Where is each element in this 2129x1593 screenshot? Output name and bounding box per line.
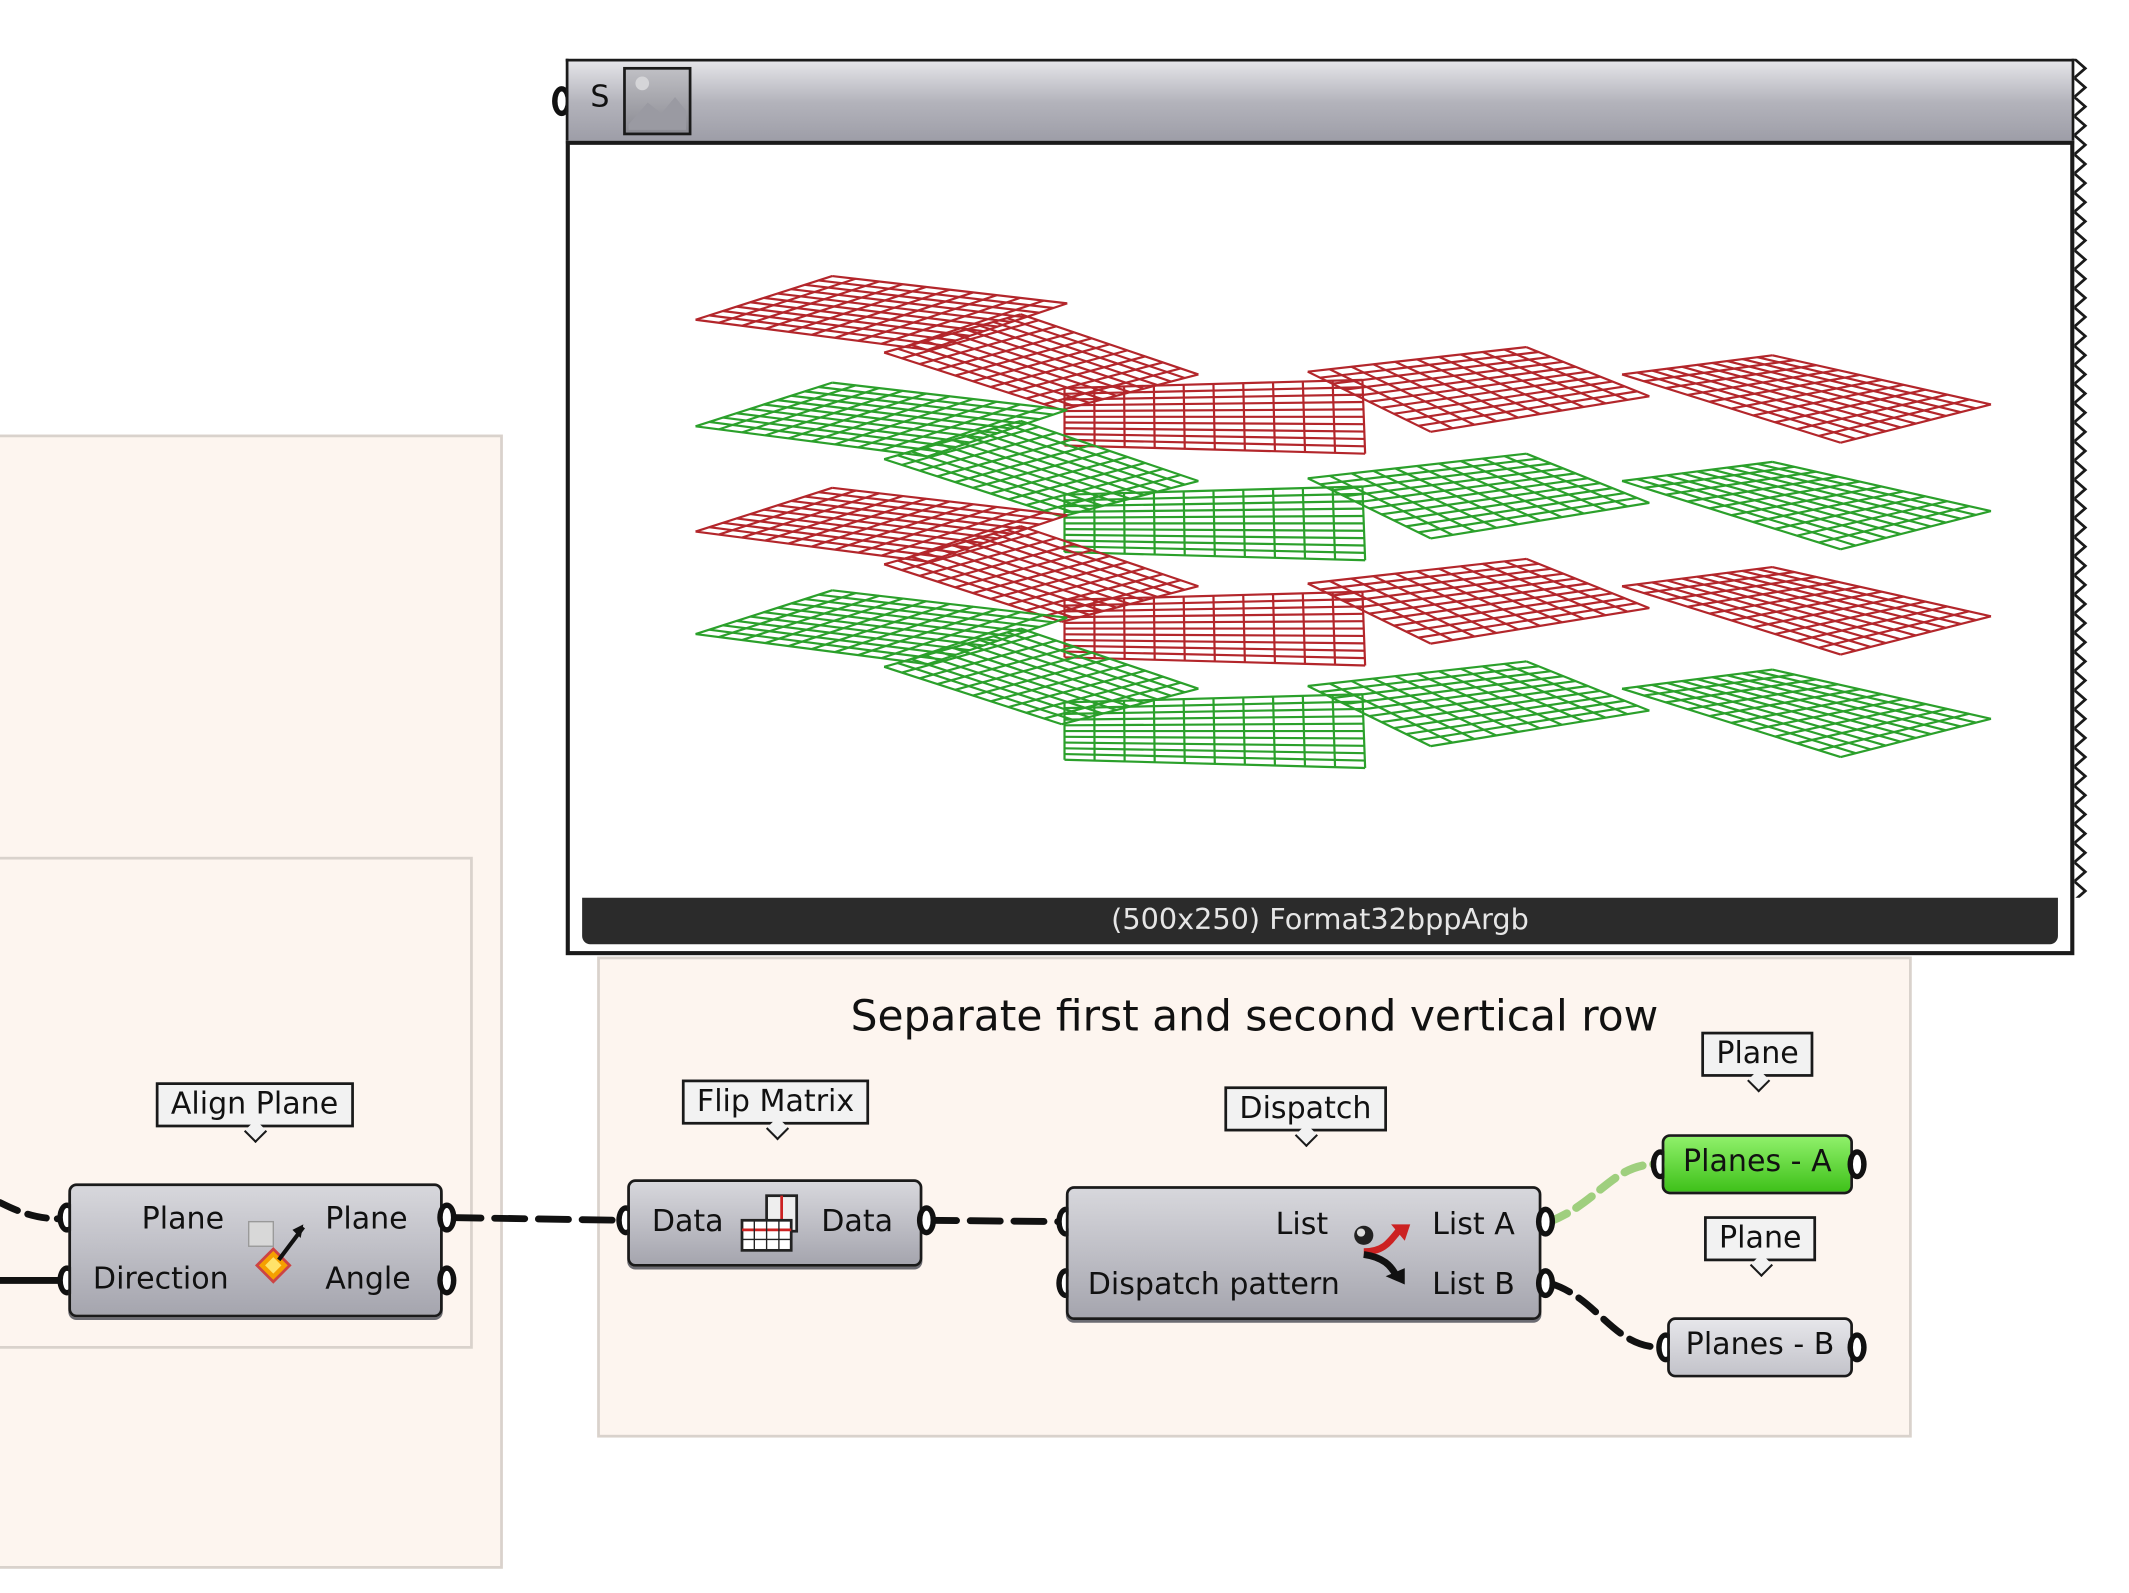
dispatch-output-a-grip[interactable]: [1535, 1206, 1556, 1237]
wire-grid-tile: [1621, 460, 1992, 551]
wire-grid-tile: [883, 313, 1199, 412]
image-icon: [623, 66, 692, 136]
dispatch-output-list-b[interactable]: List B: [1432, 1268, 1515, 1303]
planes-preview-image: [695, 274, 1992, 770]
align-output-angle-grip[interactable]: [437, 1265, 457, 1296]
planes-a-output-grip[interactable]: [1847, 1149, 1867, 1180]
align-output-angle[interactable]: Angle: [325, 1262, 411, 1297]
viewer-input-label: S: [590, 80, 610, 115]
dispatch-tooltip: Dispatch: [1224, 1086, 1387, 1132]
wire-grid-tile: [1063, 378, 1367, 455]
wire-grid-tile: [1307, 346, 1650, 433]
planes-b-param[interactable]: Planes - B: [1667, 1317, 1853, 1378]
wire-grid-tile: [883, 419, 1199, 518]
viewer-resize-edge[interactable]: [2074, 58, 2088, 898]
wire-grid-tile: [1621, 354, 1992, 444]
wire-grid-tile: [1307, 452, 1650, 540]
wire-grid-tile: [1063, 590, 1367, 667]
viewer-image-area: [565, 140, 2075, 956]
align-plane-tooltip: Align Plane: [155, 1082, 354, 1128]
wire-in-plane: [0, 1199, 70, 1223]
wire-grid-tile: [695, 486, 1068, 563]
wire-flip-to-dispatch: [923, 1216, 1066, 1226]
dispatch-input-pattern[interactable]: Dispatch pattern: [1087, 1268, 1340, 1303]
planes-a-param[interactable]: Planes - A: [1661, 1134, 1853, 1195]
wire-listb-to-planesb: [1546, 1279, 1666, 1351]
dispatch-input-list[interactable]: List: [1275, 1207, 1329, 1243]
align-input-direction[interactable]: Direction: [92, 1262, 229, 1297]
align-plane-component[interactable]: Plane Direction Plane Angle: [68, 1183, 443, 1318]
dispatch-component[interactable]: List Dispatch pattern List A List B: [1065, 1186, 1542, 1321]
wire-lista-to-planesa: [1545, 1160, 1661, 1226]
align-output-plane[interactable]: Plane: [325, 1202, 408, 1237]
flip-input-data[interactable]: Data: [651, 1205, 724, 1240]
flip-matrix-tooltip: Flip Matrix: [681, 1079, 870, 1125]
wire-grid-tile: [1307, 660, 1650, 748]
wire-grid-tile: [1621, 566, 1992, 656]
viewer-status-bar: (500x250) Format32bppArgb: [582, 897, 2058, 945]
wire-grid-tile: [695, 274, 1068, 351]
wire-grid-tile: [883, 627, 1199, 726]
planes-b-output-grip[interactable]: [1847, 1332, 1867, 1363]
wire-grid-tile: [1621, 668, 1992, 759]
wire-align-to-flip: [447, 1214, 626, 1224]
wire-grid-tile: [1307, 557, 1650, 645]
flip-output-data[interactable]: Data: [821, 1205, 894, 1240]
wire-grid-tile: [1063, 693, 1367, 770]
dispatch-output-b-grip[interactable]: [1535, 1268, 1556, 1299]
flip-output-grip[interactable]: [916, 1205, 937, 1236]
dispatch-icon: [1354, 1224, 1411, 1285]
group-title: Separate first and second vertical row: [850, 992, 1659, 1042]
align-output-plane-grip[interactable]: [437, 1202, 457, 1233]
flip-matrix-component[interactable]: Data Data: [627, 1179, 923, 1267]
flip-matrix-icon: [740, 1194, 799, 1252]
viewer-header[interactable]: S: [565, 58, 2075, 144]
image-viewer[interactable]: S: [552, 58, 2088, 956]
align-input-plane[interactable]: Plane: [141, 1202, 225, 1237]
planes-b-tooltip: Plane: [1704, 1216, 1817, 1262]
dispatch-output-list-a[interactable]: List A: [1432, 1207, 1515, 1243]
wire-grid-tile: [1063, 485, 1367, 562]
planes-a-tooltip: Plane: [1701, 1031, 1814, 1077]
align-plane-icon: [248, 1220, 306, 1284]
wire-grid-tile: [695, 589, 1068, 666]
wire-grid-tile: [695, 381, 1068, 458]
wire-grid-tile: [883, 525, 1199, 623]
